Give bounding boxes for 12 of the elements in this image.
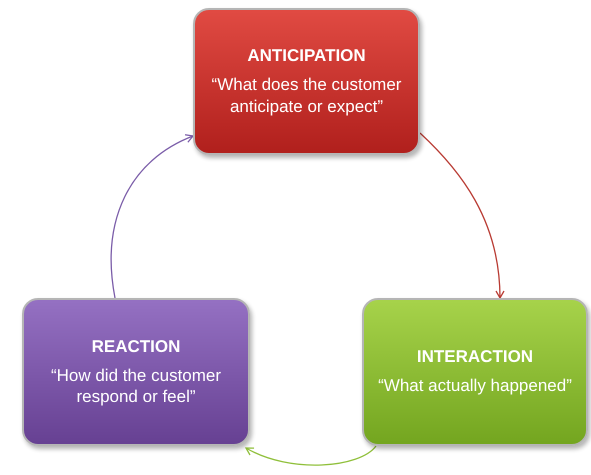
process-box bbox=[22, 298, 250, 446]
box-text: “What actually happened” bbox=[378, 375, 572, 397]
box-heading: INTERACTION bbox=[416, 347, 534, 368]
process-box bbox=[362, 298, 588, 446]
box-text: “How did the customer respond or feel” bbox=[50, 364, 222, 408]
process-box bbox=[193, 8, 420, 155]
box-heading: REACTION bbox=[92, 336, 180, 357]
arrow bbox=[110, 134, 194, 298]
arrow bbox=[420, 132, 504, 299]
arrow bbox=[245, 446, 376, 466]
box-heading: ANTICIPATION bbox=[247, 46, 366, 66]
box-text: “What does the customer anticipate or expect” bbox=[210, 74, 402, 117]
